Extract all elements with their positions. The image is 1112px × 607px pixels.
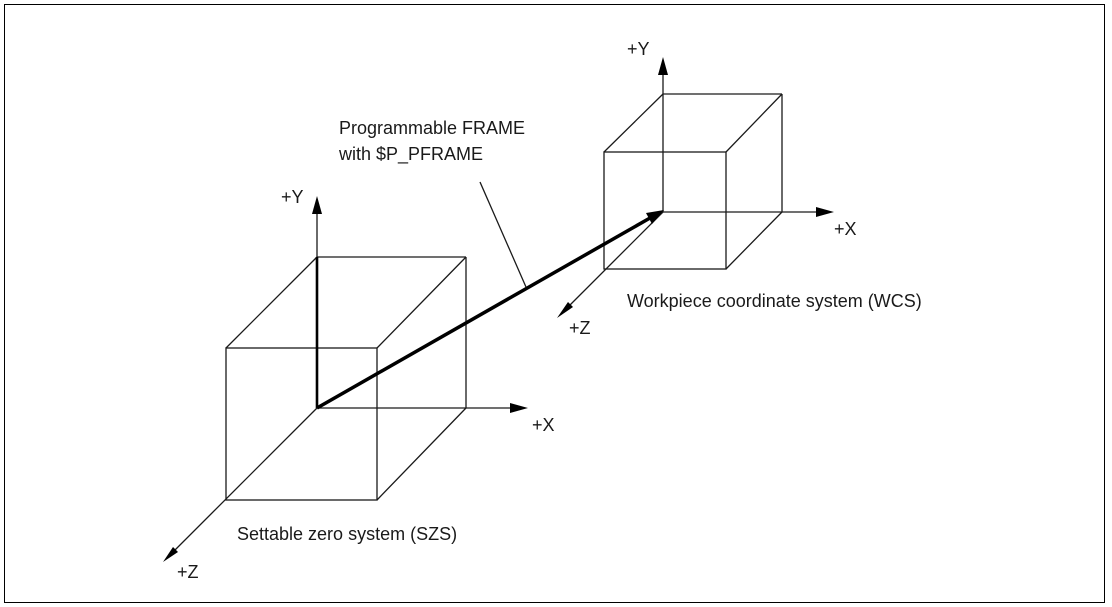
- szs-y-label: +Y: [281, 187, 304, 207]
- wcs-cube: [603, 93, 783, 270]
- wcs-axes: [557, 57, 834, 318]
- szs-z-axis: [171, 407, 318, 554]
- wcs-y-label: +Y: [627, 39, 650, 59]
- frame-vector-line: [316, 216, 651, 410]
- wcs-cube-front-face: [603, 151, 727, 270]
- szs-axes: [163, 196, 528, 562]
- szs-cube-edge-br: [376, 407, 467, 501]
- szs-cube-edge-tl: [225, 256, 318, 349]
- wcs-cube-edge-tl: [603, 93, 664, 153]
- wcs-z-label: +Z: [569, 318, 591, 338]
- wcs-cube-edge-br: [725, 211, 783, 270]
- szs-cube-edge-tr: [376, 256, 467, 349]
- wcs-z-axis: [566, 211, 664, 309]
- szs-cube-front-face: [225, 347, 378, 501]
- szs-caption: Settable zero system (SZS): [237, 524, 457, 544]
- frame-label-line2: with $P_PFRAME: [338, 144, 483, 165]
- wcs-z-arrow: [557, 302, 573, 318]
- szs-z-label: +Z: [177, 562, 199, 582]
- wcs-x-label: +X: [834, 219, 857, 239]
- wcs-y-arrow: [658, 57, 668, 75]
- wcs-x-arrow: [816, 207, 834, 217]
- szs-y-arrow: [312, 196, 322, 214]
- frame-label-line1: Programmable FRAME: [339, 118, 525, 138]
- szs-cube: [225, 256, 467, 501]
- diagram-frame: [4, 4, 1105, 603]
- frame-vector: [316, 181, 664, 410]
- wcs-cube-edge-tr: [725, 93, 783, 153]
- wcs-caption: Workpiece coordinate system (WCS): [627, 291, 922, 311]
- szs-x-arrow: [510, 403, 528, 413]
- frame-vector-arrow: [646, 210, 664, 224]
- szs-z-arrow: [163, 547, 178, 562]
- szs-x-label: +X: [532, 415, 555, 435]
- frame-label-leader: [479, 181, 527, 288]
